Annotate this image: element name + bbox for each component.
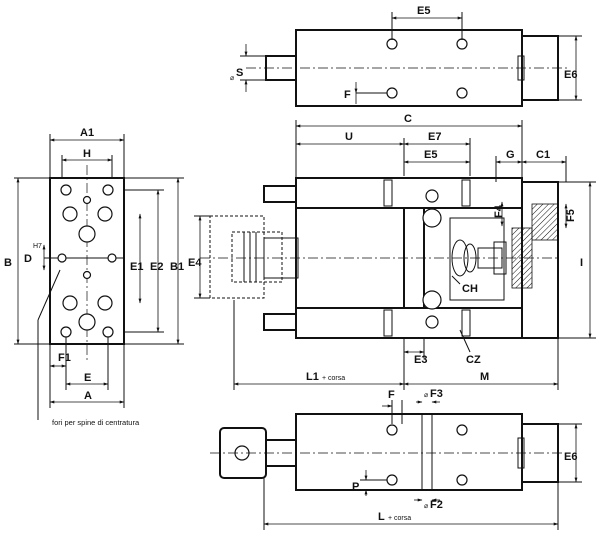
label-f-bottom: F <box>388 389 395 401</box>
hole <box>386 474 398 486</box>
lower-rail <box>295 307 523 339</box>
pin-hole <box>107 253 117 263</box>
centering-pin-note: fori per spine di centratura <box>52 418 140 427</box>
label-e1: E1 <box>130 261 143 273</box>
lower-rod <box>263 313 297 331</box>
thread-hole <box>62 295 78 311</box>
label-b1: B1 <box>170 261 184 273</box>
thread-hole <box>97 295 113 311</box>
label-f3: F3 <box>430 388 443 400</box>
top-view: E5 S ⌀ F E6 <box>230 5 582 107</box>
label-f2: F2 <box>430 499 443 511</box>
thread-hole <box>78 313 96 331</box>
stroke-dims: L1 + corsa M <box>233 300 559 390</box>
label-p: P <box>352 481 359 493</box>
label-e5-mid: E5 <box>424 149 437 161</box>
hole <box>456 87 468 99</box>
svg-text:⌀: ⌀ <box>230 75 234 82</box>
hole <box>425 189 439 203</box>
label-f1: F1 <box>58 352 71 364</box>
label-a: A <box>84 390 92 402</box>
upper-rod <box>263 185 297 203</box>
hole <box>425 315 439 329</box>
end-view: A1 H B D H7 E1 E2 B1 F1 E A fo <box>4 127 184 427</box>
svg-text:⌀: ⌀ <box>424 392 428 399</box>
hole <box>386 87 398 99</box>
label-a1: A1 <box>80 127 94 139</box>
pin-hole <box>57 253 67 263</box>
hole <box>456 474 468 486</box>
mount-hole <box>60 184 72 196</box>
label-e: E <box>84 372 91 384</box>
hole <box>456 38 468 50</box>
upper-rail <box>295 177 523 209</box>
small-hole <box>82 270 92 280</box>
label-h: H <box>83 148 91 160</box>
label-m: M <box>480 371 489 383</box>
mount-hole <box>102 326 114 338</box>
svg-text:⌀: ⌀ <box>424 503 428 510</box>
hole <box>386 424 398 436</box>
hole <box>422 208 442 228</box>
label-e3: E3 <box>414 354 427 366</box>
thread-hole <box>62 206 78 222</box>
thread-hole <box>78 225 96 243</box>
label-d: D <box>24 253 32 265</box>
label-e6-top: E6 <box>564 69 577 81</box>
label-c1: C1 <box>536 149 550 161</box>
label-ch: CH <box>462 283 478 295</box>
label-b: B <box>4 257 12 269</box>
label-g: G <box>506 149 515 161</box>
mount-hole <box>60 326 72 338</box>
label-e4: E4 <box>188 257 202 269</box>
mount-hole <box>102 184 114 196</box>
label-e7: E7 <box>428 131 441 143</box>
label-f-top: F <box>344 89 351 101</box>
hole <box>422 290 442 310</box>
label-l1-corsa: + corsa <box>322 375 345 382</box>
label-e5-top: E5 <box>417 5 430 17</box>
bottom-view-body <box>295 413 523 491</box>
label-e6-bottom: E6 <box>564 451 577 463</box>
label-cz: CZ <box>466 354 481 366</box>
label-u: U <box>345 131 353 143</box>
label-l: L <box>378 511 385 523</box>
hole <box>456 424 468 436</box>
bottom-view: F ⌀ F3 P ⌀ F2 E6 L + corsa <box>210 388 582 530</box>
label-l-corsa: + corsa <box>388 515 411 522</box>
label-s: S <box>236 67 243 79</box>
label-h7: H7 <box>33 243 42 250</box>
label-f4: F4 <box>493 204 505 218</box>
label-i: I <box>580 257 583 269</box>
small-hole <box>82 195 92 205</box>
label-e2: E2 <box>150 261 163 273</box>
thread-hole <box>97 206 113 222</box>
label-l1: L1 <box>306 371 319 383</box>
label-f5: F5 <box>565 209 577 222</box>
hole <box>386 38 398 50</box>
section-view: C U E7 E5 G C1 <box>188 113 596 390</box>
label-c: C <box>404 113 412 125</box>
